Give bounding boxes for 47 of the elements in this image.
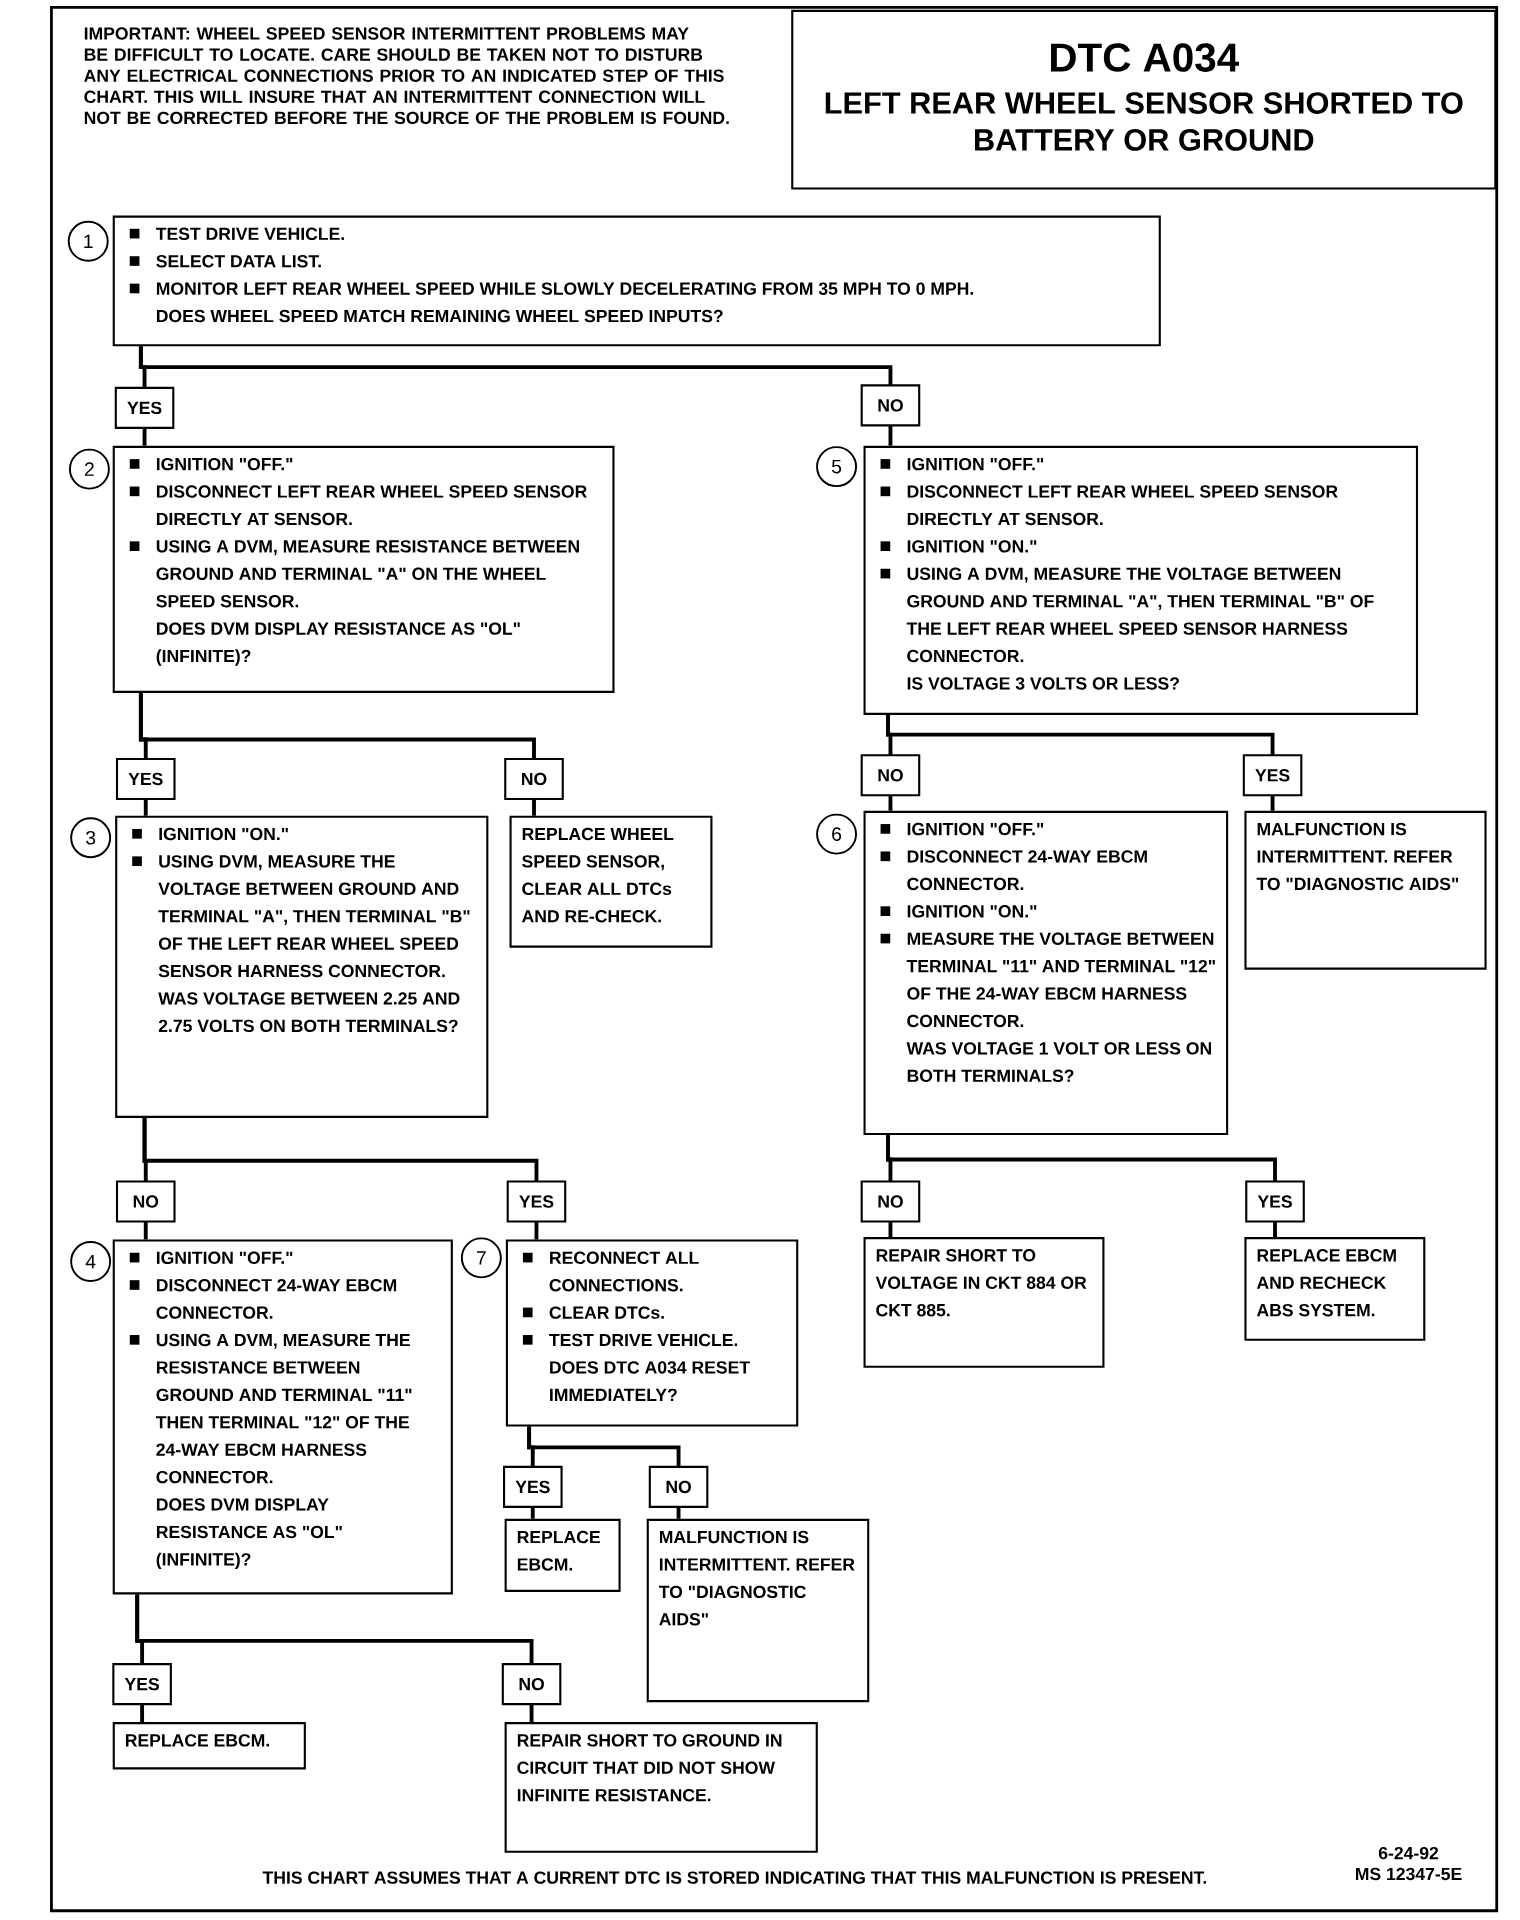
title-box: DTC A034 LEFT REAR WHEEL SENSOR SHORTED TO BATTERY OR GROUND: [791, 9, 1497, 190]
drawing-number: MS 12347-5E: [1356, 1867, 1462, 1881]
connector-line: [135, 1594, 534, 1723]
branch-label: NO: [501, 1663, 562, 1706]
connector-line: [886, 714, 1275, 811]
result-box: REPLACE EBCM.: [504, 1518, 621, 1592]
step-box: IGNITION "OFF." DISCONNECT 24-WAY EBCM CONNECTOR. IGNITION "ON." MEASURE THE VOLTAGE BETWEEN TERMINAL "11" AND TERMINAL "12" OF THE 24-WAY EBCM HARNESS CONNECTOR. WAS VOLTAGE 1 VOLT OR LESS ON BOTH TERMINALS?: [863, 810, 1229, 1136]
branch-label: YES: [115, 757, 176, 800]
step-number: 5: [816, 446, 858, 488]
date-code: 6-24-92: [1378, 1846, 1439, 1860]
footnote: THIS CHART ASSUMES THAT A CURRENT DTC IS STORED INDICATING THAT THIS MALFUNCTION IS PRESENT.: [262, 1871, 1207, 1884]
result-box: REPLACE WHEEL SPEED SENSOR, CLEAR ALL DTCs AND RE-CHECK.: [509, 815, 713, 948]
step-number: 4: [70, 1241, 112, 1283]
branch-label: NO: [860, 384, 921, 427]
branch-label: NO: [115, 1180, 176, 1223]
step-box: RECONNECT ALL CONNECTIONS. CLEAR DTCs. TEST DRIVE VEHICLE. DOES DTC A034 RESET IMMEDIATELY?: [505, 1239, 799, 1427]
branch-label: YES: [1245, 1180, 1305, 1223]
branch-label: YES: [503, 1465, 563, 1508]
step-box: IGNITION "OFF." DISCONNECT 24-WAY EBCM CONNECTOR. USING A DVM, MEASURE THE RESISTANCE BETWEEN GROUND AND TERMINAL "11" THEN TERMINAL "12" OF THE 24-WAY EBCM HARNESS CONNECTOR. DOES DVM DISPLAY RESISTANCE AS "OL" (INFINITE)?: [112, 1239, 453, 1595]
branch-label: NO: [860, 754, 921, 797]
branch-label: NO: [504, 757, 564, 800]
connector-line: [886, 1135, 1277, 1238]
step-number: 2: [68, 448, 110, 490]
result-box: MALFUNCTION IS INTERMITTENT. REFER TO "DIAGNOSTIC AIDS": [1244, 810, 1487, 970]
step-number: 6: [816, 813, 858, 855]
result-box: REPLACE EBCM AND RECHECK ABS SYSTEM.: [1244, 1237, 1426, 1341]
step-box: IGNITION "OFF." DISCONNECT LEFT REAR WHEEL SPEED SENSOR DIRECTLY AT SENSOR. USING A DVM, MEASURE RESISTANCE BETWEEN GROUND AND TERMINAL "A" ON THE WHEEL SPEED SENSOR. DOES DVM DISPLAY RESISTANCE AS "OL" (INFINITE)?: [112, 445, 615, 693]
connector-line: [138, 346, 893, 446]
result-box: REPLACE EBCM.: [112, 1722, 306, 1770]
note-text: IMPORTANT: WHEEL SPEED SENSOR INTERMITTENT PROBLEMS MAY BE DIFFICULT TO LOCATE. CARE SHOULD BE TAKEN NOT TO DISTURB ANY ELECTRICAL CONNECTIONS PRIOR TO AN INDICATED STEP OF THIS CHART. THIS WILL INSURE THAT AN INTERMITTENT CONNECTION WILL NOT BE CORRECTED BEFORE THE SOURCE OF THE PROBLEM IS FOUND.: [84, 27, 729, 125]
branch-label: NO: [860, 1180, 921, 1223]
step-box: IGNITION "OFF." DISCONNECT LEFT REAR WHEEL SPEED SENSOR DIRECTLY AT SENSOR. IGNITION "ON." USING A DVM, MEASURE THE VOLTAGE BETWEEN GROUND AND TERMINAL "A", THEN TERMINAL "B" OF THE LEFT REAR WHEEL SPEED SENSOR HARNESS CONNECTOR. IS VOLTAGE 3 VOLTS OR LESS?: [863, 445, 1419, 715]
connector-line: [138, 692, 536, 816]
step-box: TEST DRIVE VEHICLE. SELECT DATA LIST. MONITOR LEFT REAR WHEEL SPEED WHILE SLOWLY DECELERATING FROM 35 MPH TO 0 MPH. DOES WHEEL SPEED MATCH REMAINING WHEEL SPEED INPUTS?: [112, 215, 1161, 347]
step-number: 7: [460, 1237, 502, 1279]
result-box: REPAIR SHORT TO GROUND IN CIRCUIT THAT DID NOT SHOW INFINITE RESISTANCE.: [504, 1722, 818, 1853]
result-box: REPAIR SHORT TO VOLTAGE IN CKT 884 OR CKT 885.: [863, 1237, 1105, 1368]
branch-label: YES: [1242, 754, 1303, 797]
branch-label: YES: [112, 1663, 172, 1706]
step-box: IGNITION "ON." USING DVM, MEASURE THE VOLTAGE BETWEEN GROUND AND TERMINAL "A", THEN TERMINAL "B" OF THE LEFT REAR WHEEL SPEED SENSOR HARNESS CONNECTOR. WAS VOLTAGE BETWEEN 2.25 AND 2.75 VOLTS ON BOTH TERMINALS?: [115, 815, 489, 1118]
branch-label: YES: [114, 386, 175, 429]
step-number: 3: [70, 817, 112, 859]
result-box: MALFUNCTION IS INTERMITTENT. REFER TO "DIAGNOSTIC AIDS": [646, 1518, 870, 1703]
connector-line: [142, 1117, 539, 1240]
branch-label: YES: [506, 1180, 567, 1223]
step-number: 1: [67, 220, 109, 262]
branch-label: NO: [648, 1465, 709, 1508]
